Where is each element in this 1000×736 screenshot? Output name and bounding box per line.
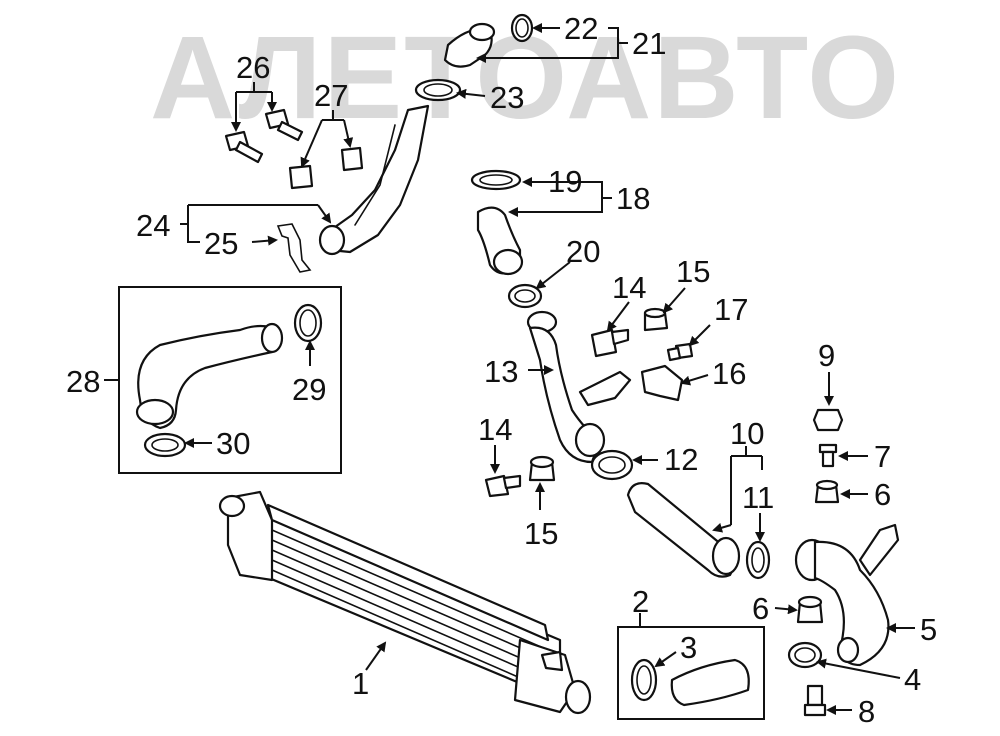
hose-part-10 bbox=[626, 482, 741, 578]
hose-part-28 bbox=[135, 322, 284, 430]
callout-12: 12 bbox=[664, 442, 698, 477]
callout-25: 25 bbox=[204, 226, 238, 261]
bracket-part-25 bbox=[276, 223, 312, 273]
callout-19: 19 bbox=[548, 164, 582, 199]
clamp-part-23 bbox=[414, 78, 462, 102]
callout-26: 26 bbox=[236, 50, 270, 85]
grommet-part-6a bbox=[814, 479, 840, 504]
callout-15b: 15 bbox=[524, 516, 558, 551]
clamp-part-30 bbox=[143, 432, 187, 458]
clamp-part-11 bbox=[745, 540, 771, 580]
grommet-part-27a bbox=[288, 164, 314, 190]
callout-17: 17 bbox=[714, 292, 748, 327]
callout-6a: 6 bbox=[874, 477, 891, 512]
callout-24: 24 bbox=[136, 208, 170, 243]
bolt-part-17 bbox=[666, 342, 694, 362]
grommet-part-6b bbox=[796, 595, 824, 624]
bolt-part-26a bbox=[224, 130, 264, 164]
sensor-part-16 bbox=[640, 364, 684, 402]
callout-20: 20 bbox=[566, 234, 600, 269]
callout-10: 10 bbox=[730, 416, 764, 451]
pipe-part-24 bbox=[318, 104, 430, 256]
kit-box-2 bbox=[617, 626, 765, 720]
callout-28: 28 bbox=[66, 364, 100, 399]
callout-29: 29 bbox=[292, 372, 326, 407]
callout-9: 9 bbox=[818, 338, 835, 373]
callout-27: 27 bbox=[314, 78, 348, 113]
callout-11: 11 bbox=[742, 480, 774, 515]
hose-part-18 bbox=[476, 206, 524, 276]
callout-21: 21 bbox=[632, 26, 666, 61]
callout-30: 30 bbox=[216, 426, 250, 461]
callout-13: 13 bbox=[484, 354, 518, 389]
callout-14a: 14 bbox=[612, 270, 646, 305]
pipe-part-13 bbox=[526, 310, 632, 464]
seal-ring-part-29 bbox=[293, 303, 323, 343]
callout-1: 1 bbox=[352, 666, 369, 701]
clamp-part-20 bbox=[507, 283, 543, 309]
grommet-part-15b bbox=[528, 455, 556, 482]
hose-part-2 bbox=[670, 658, 750, 707]
sensor-part-14a bbox=[590, 328, 630, 358]
callout-16: 16 bbox=[712, 356, 746, 391]
callout-15a: 15 bbox=[676, 254, 710, 289]
callout-7: 7 bbox=[874, 439, 891, 474]
clamp-part-4 bbox=[787, 641, 823, 669]
callout-23: 23 bbox=[490, 80, 524, 115]
callout-5: 5 bbox=[920, 612, 937, 647]
callout-8: 8 bbox=[858, 694, 875, 729]
callout-4: 4 bbox=[904, 662, 921, 697]
bolt-part-8 bbox=[803, 684, 827, 717]
bolt-part-7 bbox=[818, 443, 838, 468]
clamp-part-19 bbox=[470, 169, 522, 191]
sensor-part-14b bbox=[484, 474, 522, 498]
grommet-part-15a bbox=[643, 307, 669, 332]
grommet-part-27b bbox=[340, 146, 364, 172]
seal-ring-part-22 bbox=[510, 13, 534, 43]
intercooler-part bbox=[218, 490, 592, 715]
callout-6b: 6 bbox=[752, 591, 769, 626]
callout-18: 18 bbox=[616, 181, 650, 216]
nut-part-9 bbox=[812, 408, 844, 432]
callout-3: 3 bbox=[680, 630, 697, 665]
callout-22: 22 bbox=[564, 11, 598, 46]
clamp-part-3 bbox=[630, 658, 658, 702]
callout-2: 2 bbox=[632, 584, 649, 619]
leader-lines bbox=[104, 23, 915, 715]
clamp-part-12 bbox=[590, 449, 634, 481]
bolt-part-26b bbox=[264, 108, 304, 142]
callout-14b: 14 bbox=[478, 412, 512, 447]
charge-pipe-part-5 bbox=[794, 523, 900, 667]
callout-labels: 1 2 3 4 5 6 6 7 8 9 10 11 12 13 14 14 15… bbox=[66, 11, 937, 729]
